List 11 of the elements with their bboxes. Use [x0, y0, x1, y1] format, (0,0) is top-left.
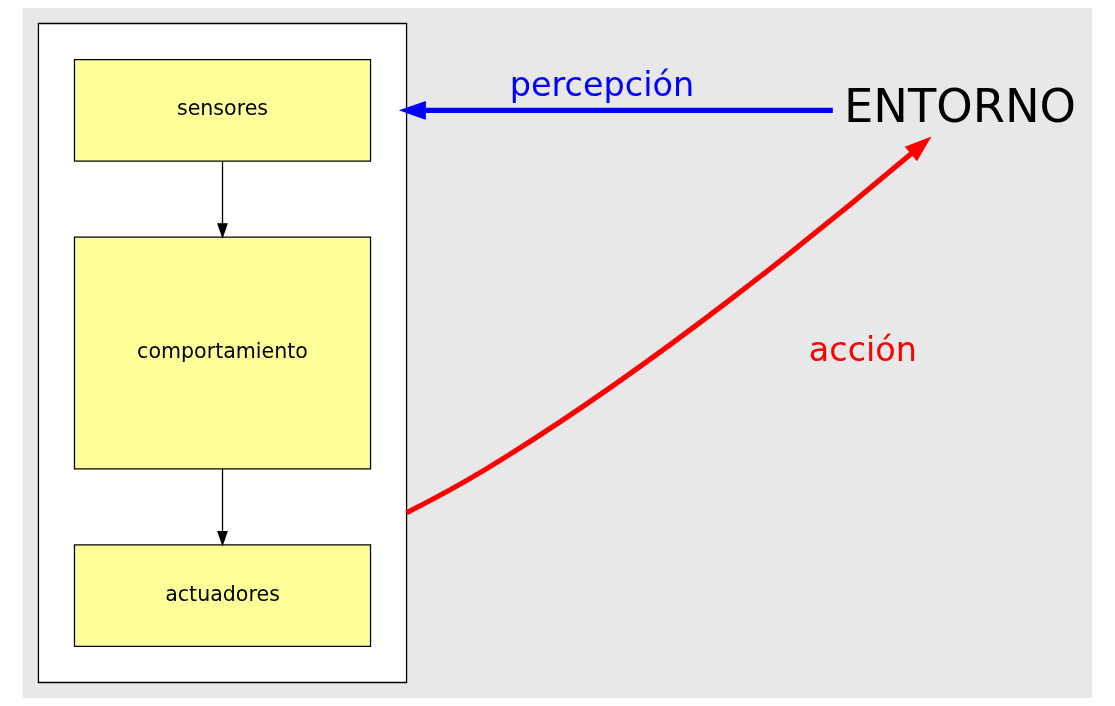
arrow	[217, 468, 228, 547]
node-box: comportamiento	[73, 236, 372, 470]
arrow	[405, 136, 932, 515]
arrow	[398, 100, 833, 120]
node-text: ENTORNO	[844, 78, 1077, 133]
edge-label: percepción	[509, 64, 695, 104]
node-box: actuadores	[73, 544, 372, 648]
edge-label: acción	[808, 330, 918, 370]
arrow	[217, 160, 228, 239]
cluster	[37, 22, 408, 684]
node-box: sensores	[73, 58, 372, 162]
